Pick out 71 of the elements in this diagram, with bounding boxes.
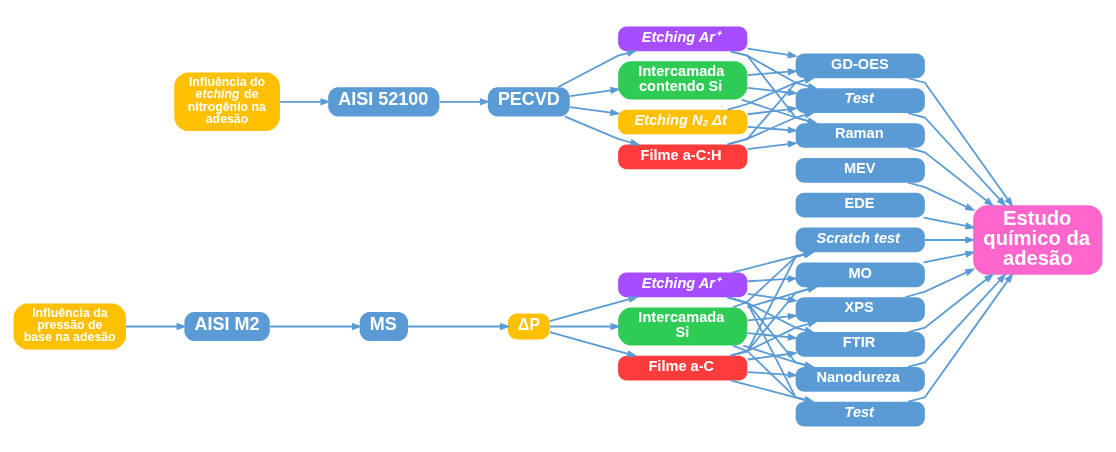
arrow	[726, 76, 815, 145]
arrow	[729, 285, 818, 357]
arrow	[557, 49, 638, 88]
arrow	[746, 274, 799, 283]
node-box: PECVD	[487, 86, 570, 116]
arrow	[125, 322, 187, 330]
node-box: MO	[795, 261, 925, 287]
arrow	[548, 322, 621, 330]
arrow	[907, 146, 995, 207]
arrow	[740, 98, 818, 124]
arrow	[907, 272, 1007, 368]
node-box: MS	[359, 311, 408, 341]
arrow	[742, 344, 815, 368]
arrow	[548, 295, 639, 322]
arrow	[407, 322, 511, 330]
arrow	[746, 125, 799, 134]
arrow	[746, 350, 799, 360]
arrow	[907, 111, 1007, 207]
node-box: Test	[795, 87, 925, 113]
arrow	[907, 181, 976, 211]
node-box: MEV	[795, 157, 925, 183]
arrow	[729, 49, 818, 124]
node-box: Intercamada contendo Si	[618, 60, 748, 100]
node-box: Etching Ar⁺	[618, 26, 748, 51]
arrow	[569, 86, 621, 97]
arrow	[549, 330, 638, 357]
node-box: Influência do etching de nitrogênio na adesão	[174, 72, 280, 131]
node-box: Influência da pressão de base na adesão	[13, 302, 126, 350]
arrow	[729, 320, 818, 357]
arrow	[904, 267, 976, 298]
arrow	[746, 105, 799, 115]
node-box: XPS	[795, 296, 925, 322]
arrow	[732, 344, 815, 403]
arrow	[279, 97, 331, 105]
arrow	[922, 250, 976, 263]
node-box: ΔP	[508, 313, 550, 339]
node-box: Filme a-C:H	[618, 144, 748, 169]
arrow	[746, 140, 799, 150]
arrow	[730, 379, 815, 403]
node-box: Nanodureza	[795, 366, 925, 392]
arrow	[907, 76, 1014, 207]
arrow	[569, 105, 621, 116]
node-box: AISI 52100	[328, 86, 440, 116]
node-box: Raman	[795, 122, 925, 148]
arrow	[907, 272, 1014, 403]
arrow	[726, 111, 815, 145]
arrow	[907, 272, 995, 333]
arrow	[563, 115, 641, 146]
node-box: EDE	[795, 192, 925, 217]
arrow	[726, 76, 815, 110]
node-box: Etching Ar⁺	[618, 272, 748, 297]
arrow	[746, 67, 799, 76]
node-box: Etching N₂ Δt	[618, 109, 748, 134]
node-box: Estudo químico da adesão	[973, 204, 1103, 275]
node-box: Scratch test	[795, 227, 925, 252]
node-box: Filme a-C	[618, 355, 748, 380]
arrow	[746, 47, 799, 58]
arrow	[746, 312, 799, 321]
arrow	[746, 370, 799, 378]
node-box: GD-OES	[795, 52, 925, 78]
arrow	[269, 322, 363, 330]
arrow	[922, 216, 976, 229]
node-box: Test	[795, 401, 925, 426]
arrow	[746, 285, 818, 308]
arrow	[746, 331, 799, 341]
node-box: Intercamada Si	[618, 306, 748, 346]
arrow	[438, 97, 491, 105]
arrow	[924, 235, 976, 244]
arrow	[746, 86, 799, 96]
node-box: AISI M2	[184, 311, 270, 341]
node-box: FTIR	[795, 331, 925, 357]
